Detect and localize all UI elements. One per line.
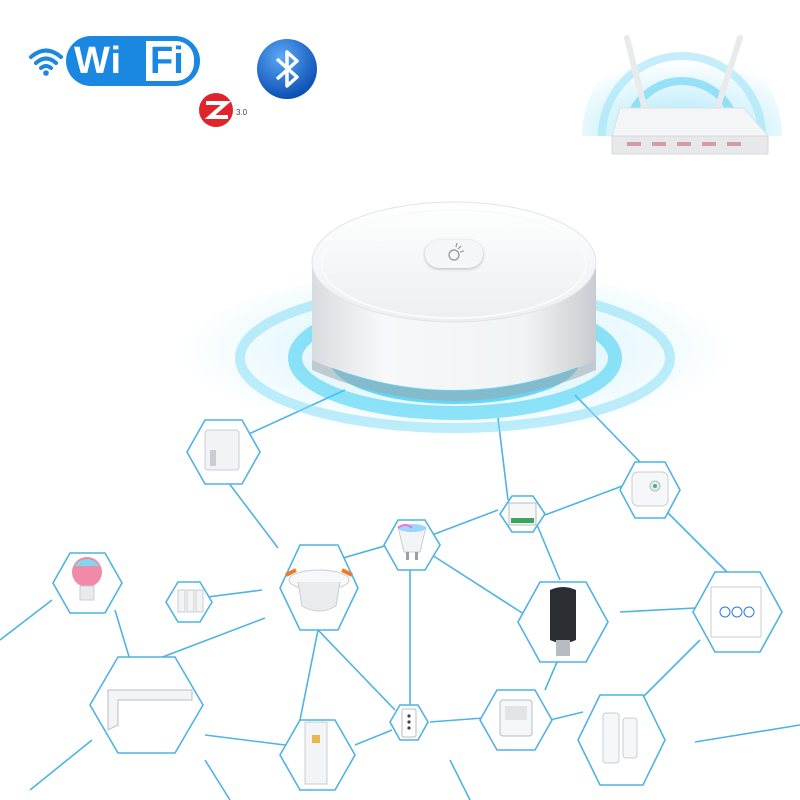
downlight-icon bbox=[285, 568, 353, 612]
remote-small-icon bbox=[177, 589, 204, 613]
relay-module-icon bbox=[508, 502, 537, 526]
router-icon bbox=[582, 35, 782, 155]
zigbee-icon bbox=[199, 93, 233, 127]
fingerbot-icon bbox=[204, 429, 240, 471]
wifi-fi-box bbox=[146, 41, 194, 81]
smart-bulb-icon bbox=[72, 557, 102, 601]
smart-plug-icon bbox=[631, 471, 669, 507]
zigbee-logo: 3.0 bbox=[198, 92, 258, 128]
wifi-fi-word: Fi bbox=[150, 40, 184, 82]
hex-curtain bbox=[89, 656, 204, 754]
wifi-badge: Wi Fi bbox=[66, 36, 200, 86]
wifi-logo: Wi Fi bbox=[28, 36, 203, 86]
wifi-signal-icon bbox=[29, 48, 63, 76]
remote-icon bbox=[401, 708, 417, 738]
hex-door-sensor bbox=[577, 694, 666, 786]
thermostat-display-icon bbox=[499, 699, 533, 737]
tall-device-icon bbox=[304, 721, 328, 785]
zigbee-version: 3.0 bbox=[236, 108, 248, 117]
router bbox=[572, 26, 792, 166]
bluetooth-logo bbox=[255, 37, 319, 101]
bluetooth-icon bbox=[257, 39, 317, 99]
gu10-spot-bulb-icon bbox=[397, 524, 427, 560]
wifi-word: Wi bbox=[74, 40, 123, 82]
pairing-icon bbox=[448, 242, 465, 261]
wall-switch-icon bbox=[710, 586, 762, 638]
radiator-valve-icon bbox=[550, 587, 576, 656]
curtain-rail-icon bbox=[107, 689, 193, 731]
door-sensor-icon bbox=[602, 712, 638, 764]
pairing-button[interactable] bbox=[425, 240, 483, 268]
smart-hub bbox=[300, 190, 608, 410]
